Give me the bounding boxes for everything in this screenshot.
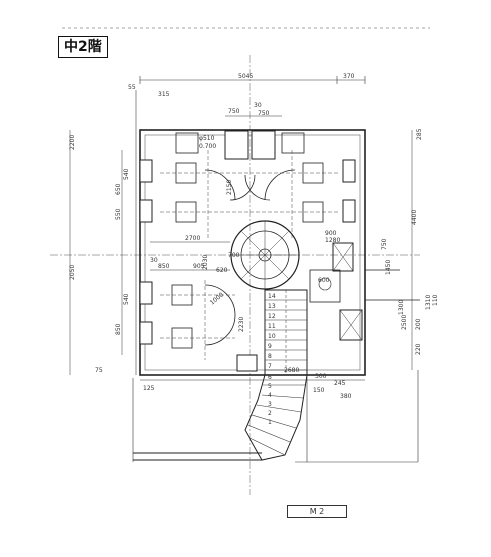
dim-right-1300: 1300 <box>398 300 405 315</box>
right-bump-1 <box>342 159 356 183</box>
dim-right-4400: 4400 <box>411 210 418 225</box>
dim-left-315: 315 <box>158 91 170 98</box>
dim-c620: 620 <box>216 267 228 274</box>
circle-spoke-4 <box>240 230 290 280</box>
lower-left-arc-2 <box>204 314 236 346</box>
dim-upper-left-total: 2200 <box>69 135 76 150</box>
dim-right-750: 750 <box>381 238 388 250</box>
winder-treads <box>247 384 305 456</box>
dim-upper-750b: 750 <box>258 110 270 117</box>
upper-left-arc-2 <box>229 174 256 201</box>
dim-l540: 540 <box>123 168 130 180</box>
upper-left-arc <box>204 169 236 201</box>
left-bump-2 <box>139 199 153 223</box>
dim-v2150: 2150 <box>226 180 233 195</box>
stair-num-11: 11 <box>268 323 276 330</box>
inner-wall <box>144 134 361 371</box>
dim-upper-750a: 750 <box>228 108 240 115</box>
dim-right-200: 200 <box>415 318 422 330</box>
upper-right-arc-2 <box>244 174 271 201</box>
dim-v2030: 2030 <box>202 255 209 270</box>
stair-num-2: 2 <box>268 410 272 417</box>
dim-bottom-300: 300 <box>315 373 327 380</box>
left-bump-3 <box>139 281 153 305</box>
dim-l650: 650 <box>115 183 122 195</box>
dim-l850: 850 <box>115 323 122 335</box>
dim-c1000: 1000 <box>209 291 225 306</box>
dim-bottom-75: 75 <box>95 367 103 374</box>
top-opening-right <box>251 130 276 160</box>
left-bump-1 <box>139 159 153 183</box>
stair-num-9: 9 <box>268 343 272 350</box>
dim-l550: 550 <box>115 208 122 220</box>
dim-bottom-150: 150 <box>313 387 325 394</box>
outer-wall <box>139 129 366 376</box>
stair-num-12: 12 <box>268 313 276 320</box>
top-opening-left <box>224 130 249 160</box>
dim-upper-30: 30 <box>254 102 262 109</box>
floor-label: 中2階 <box>58 36 108 58</box>
dim-bottom-2680: 2680 <box>284 367 299 374</box>
dim-top-right: 370 <box>343 73 355 80</box>
stair-num-3: 3 <box>268 401 272 408</box>
stair-num-5: 5 <box>268 383 272 390</box>
left-bump-4 <box>139 321 153 345</box>
dim-right-220: 220 <box>415 343 422 355</box>
dim-right-110: 110 <box>432 294 439 306</box>
dim-c600: 600 <box>318 277 330 284</box>
dim-c700: 700 <box>228 252 240 259</box>
dim-c905: 905 <box>193 263 205 270</box>
service-shaft-lower-x2 <box>339 309 363 341</box>
dim-right-2500: 2500 <box>401 315 408 330</box>
service-room <box>309 269 341 303</box>
lower-left-arc <box>204 284 236 316</box>
stair-num-8: 8 <box>268 353 272 360</box>
dim-right-285: 285 <box>416 128 423 140</box>
stair-num-14: 14 <box>268 293 276 300</box>
dim-left-total: 2050 <box>69 265 76 280</box>
dim-c900: 900 <box>325 230 337 237</box>
stair-num-1: 1 <box>268 419 272 426</box>
dim-phi510: φ510 <box>199 135 215 142</box>
dim-c30: 30 <box>150 257 158 264</box>
dim-c850: 850 <box>158 263 170 270</box>
service-shaft-lower <box>339 309 363 341</box>
top-vent-left <box>175 132 199 154</box>
top-vent-right <box>281 132 305 154</box>
dim-bottom-380: 380 <box>340 393 352 400</box>
upper-right-arc <box>264 169 296 201</box>
winder-stairs <box>244 374 308 461</box>
dim-l540b: 540 <box>123 293 130 305</box>
stair-num-10: 10 <box>268 333 276 340</box>
lower-opening <box>236 354 258 372</box>
dim-bottom-245: 245 <box>334 380 346 387</box>
stair-num-6: 6 <box>268 374 272 381</box>
dim-right-1310: 1310 <box>425 295 432 310</box>
service-shaft-upper <box>332 242 354 272</box>
stair-num-7: 7 <box>268 363 272 370</box>
dim-top-total: 5045 <box>238 73 253 80</box>
dim-left-55: 55 <box>128 84 136 91</box>
right-bump-2 <box>342 199 356 223</box>
dim-right-1450: 1450 <box>385 260 392 275</box>
stair-num-13: 13 <box>268 303 276 310</box>
dim-c2230: 2230 <box>238 317 245 332</box>
dim-d0700: 0.700 <box>199 143 216 150</box>
sheet-number: M 2 <box>287 505 347 518</box>
service-room-fixture <box>318 277 332 291</box>
dim-h2700: 2700 <box>185 235 200 242</box>
service-shaft-upper-x2 <box>332 242 354 272</box>
dim-c1280: 1280 <box>325 237 340 244</box>
dim-bottom-125: 125 <box>143 385 155 392</box>
